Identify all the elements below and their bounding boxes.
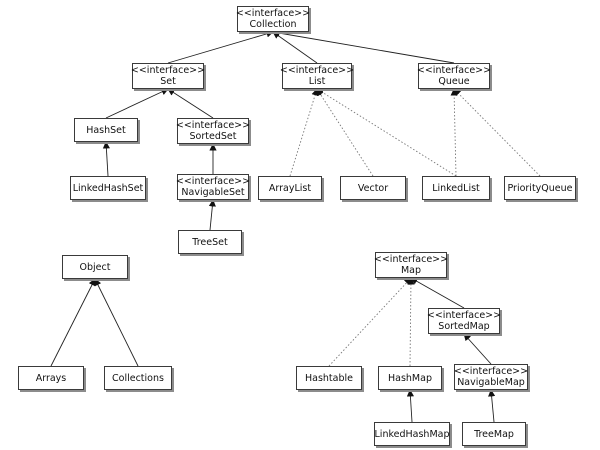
edge-hashtable-to-map <box>328 277 412 367</box>
edge-treeset-to-navigableset <box>208 199 216 231</box>
node-hashmap: HashMap <box>378 366 442 390</box>
node-list: <<interface>> List <box>279 63 355 89</box>
node-navigableset-stereotype: <<interface>> <box>175 176 251 187</box>
edge-sortedmap-to-map <box>410 277 465 309</box>
node-queue-name: Queue <box>438 76 470 87</box>
node-hashset-name: HashSet <box>86 124 126 136</box>
node-sortedset-name: SortedSet <box>189 131 237 142</box>
node-arraylist-name: ArrayList <box>268 182 312 194</box>
node-sortedmap: <<interface>> SortedMap <box>426 308 502 334</box>
edge-treemap-to-navigablemap <box>488 389 496 423</box>
edge-arrays-to-object <box>50 278 96 367</box>
edge-sortedset-to-set <box>167 88 214 119</box>
node-collection-stereotype: <<interface>> <box>235 8 311 19</box>
node-sortedset: <<interface>> SortedSet <box>175 118 251 144</box>
edge-collections-to-object <box>94 278 139 367</box>
node-list-stereotype: <<interface>> <box>279 65 355 76</box>
node-set-name: Set <box>160 76 176 87</box>
node-navigablemap-stereotype: <<interface>> <box>453 366 529 377</box>
node-hashtable-name: Hashtable <box>305 372 353 384</box>
node-set-stereotype: <<interface>> <box>130 65 206 76</box>
edge-linkedhashset-to-hashset <box>102 141 110 177</box>
node-treemap-name: TreeMap <box>474 428 514 440</box>
edge-list-to-collection <box>272 31 318 64</box>
edge-linkedlist-to-list <box>316 88 457 177</box>
node-sortedmap-stereotype: <<interface>> <box>426 310 502 321</box>
node-priorityqueue: PriorityQueue <box>504 176 576 200</box>
node-map-stereotype: <<interface>> <box>373 254 449 265</box>
node-arrays: Arrays <box>18 366 84 390</box>
node-queue-stereotype: <<interface>> <box>416 65 492 76</box>
node-navigablemap: <<interface>> NavigableMap <box>454 364 528 390</box>
node-map: <<interface>> Map <box>373 252 449 278</box>
edge-queue-to-collection <box>272 29 455 64</box>
node-navigableset: <<interface>> NavigableSet <box>175 174 251 200</box>
node-linkedlist: LinkedList <box>422 176 490 200</box>
node-treeset: TreeSet <box>178 230 242 254</box>
node-navigableset-name: NavigableSet <box>181 187 245 198</box>
node-list-name: List <box>308 76 326 87</box>
node-priorityqueue-name: PriorityQueue <box>507 182 573 194</box>
edge-linkedlist-to-queue <box>450 88 458 177</box>
edge-hashmap-to-map <box>407 277 415 367</box>
edge-hashset-to-set <box>105 88 169 119</box>
node-navigablemap-name: NavigableMap <box>457 377 525 388</box>
node-map-name: Map <box>400 265 422 276</box>
node-linkedhashmap: LinkedHashMap <box>374 422 450 446</box>
edge-priorityqueue-to-queue <box>453 88 541 177</box>
node-hashtable: Hashtable <box>296 366 362 390</box>
node-vector-name: Vector <box>357 182 389 194</box>
node-treeset-name: TreeSet <box>192 236 228 248</box>
node-arrays-name: Arrays <box>35 372 67 384</box>
edge-arraylist-to-list <box>289 88 319 177</box>
node-arraylist: ArrayList <box>258 176 322 200</box>
node-object: Object <box>62 255 128 279</box>
node-sortedset-stereotype: <<interface>> <box>175 120 251 131</box>
node-object-name: Object <box>79 261 111 273</box>
node-linkedhashmap-name: LinkedHashMap <box>374 428 450 440</box>
node-vector: Vector <box>340 176 406 200</box>
node-hashset: HashSet <box>74 118 138 142</box>
node-collection: <<interface>> Collection <box>235 6 311 32</box>
node-collections-name: Collections <box>112 372 164 384</box>
node-sortedmap-name: SortedMap <box>438 321 490 332</box>
edge-linkedhashmap-to-hashmap <box>406 389 414 423</box>
node-collections: Collections <box>104 366 172 390</box>
node-collection-name: Collection <box>249 19 297 30</box>
node-linkedhashset: LinkedHashSet <box>70 176 146 200</box>
node-treemap: TreeMap <box>462 422 526 446</box>
node-linkedhashset-name: LinkedHashSet <box>72 182 144 194</box>
node-hashmap-name: HashMap <box>388 372 432 384</box>
node-linkedlist-name: LinkedList <box>432 182 480 194</box>
edge-navigablemap-to-sortedmap <box>463 333 492 365</box>
edge-vector-to-list <box>316 88 374 177</box>
node-set: <<interface>> Set <box>130 63 206 89</box>
node-queue: <<interface>> Queue <box>416 63 492 89</box>
edge-set-to-collection <box>167 30 274 64</box>
